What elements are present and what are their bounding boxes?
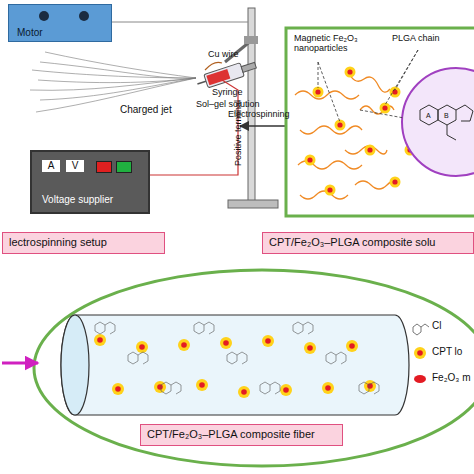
syringe — [195, 58, 257, 90]
cu-wire — [205, 62, 222, 70]
node-text: V — [66, 160, 84, 172]
legend-swatch — [411, 318, 429, 336]
motor-shaft — [110, 22, 248, 23]
node-text: PLGA chain — [392, 33, 440, 43]
legend-text: CPT lo — [432, 346, 462, 358]
motor-box: Motor — [8, 4, 112, 42]
part-label: Sol–gel solution — [196, 100, 260, 110]
indicator-light — [96, 161, 112, 173]
charged-jet — [30, 52, 196, 112]
legend-text: Fe₂O₃ m — [432, 372, 471, 384]
caption-box: CPT/Fe₂O₃–PLGA composite fiber — [140, 424, 343, 446]
motor-dot — [39, 11, 49, 21]
legend-swatch — [414, 375, 426, 383]
caption-box: lectrospinning setup — [2, 232, 165, 254]
indicator-light — [116, 161, 132, 173]
node-text: Motor — [17, 27, 43, 39]
node-text: lectrospinning setup — [3, 233, 164, 252]
part-label: A — [426, 112, 431, 120]
caption-box: CPT/Fe₂O₃–PLGA composite solu — [262, 232, 474, 254]
motor-dot — [79, 11, 89, 21]
legend-text: Cl — [432, 320, 441, 332]
voltage-box: AV Voltage supplier — [30, 150, 150, 214]
solution-panel — [286, 28, 474, 216]
legend-swatch — [411, 344, 429, 362]
part-label: Syringe — [212, 88, 243, 98]
solution-box: Magnetic Fe₂O₃ nanoparticles PLGA chain — [286, 28, 474, 216]
part-label: Cu wire — [208, 50, 239, 60]
part-label: Electrospinning — [228, 110, 290, 120]
fiber-panel — [2, 270, 474, 466]
part-label: Charged jet — [120, 104, 172, 115]
node-text: Voltage supplier — [42, 194, 113, 206]
part-label: B — [444, 112, 449, 120]
node-text: Magnetic Fe₂O₃ nanoparticles — [294, 33, 370, 54]
node-text: A — [42, 160, 60, 172]
process-arrow — [240, 125, 286, 127]
node-text: CPT/Fe₂O₃–PLGA composite fiber — [141, 425, 342, 444]
node-text: CPT/Fe₂O₃–PLGA composite solu — [263, 233, 473, 252]
